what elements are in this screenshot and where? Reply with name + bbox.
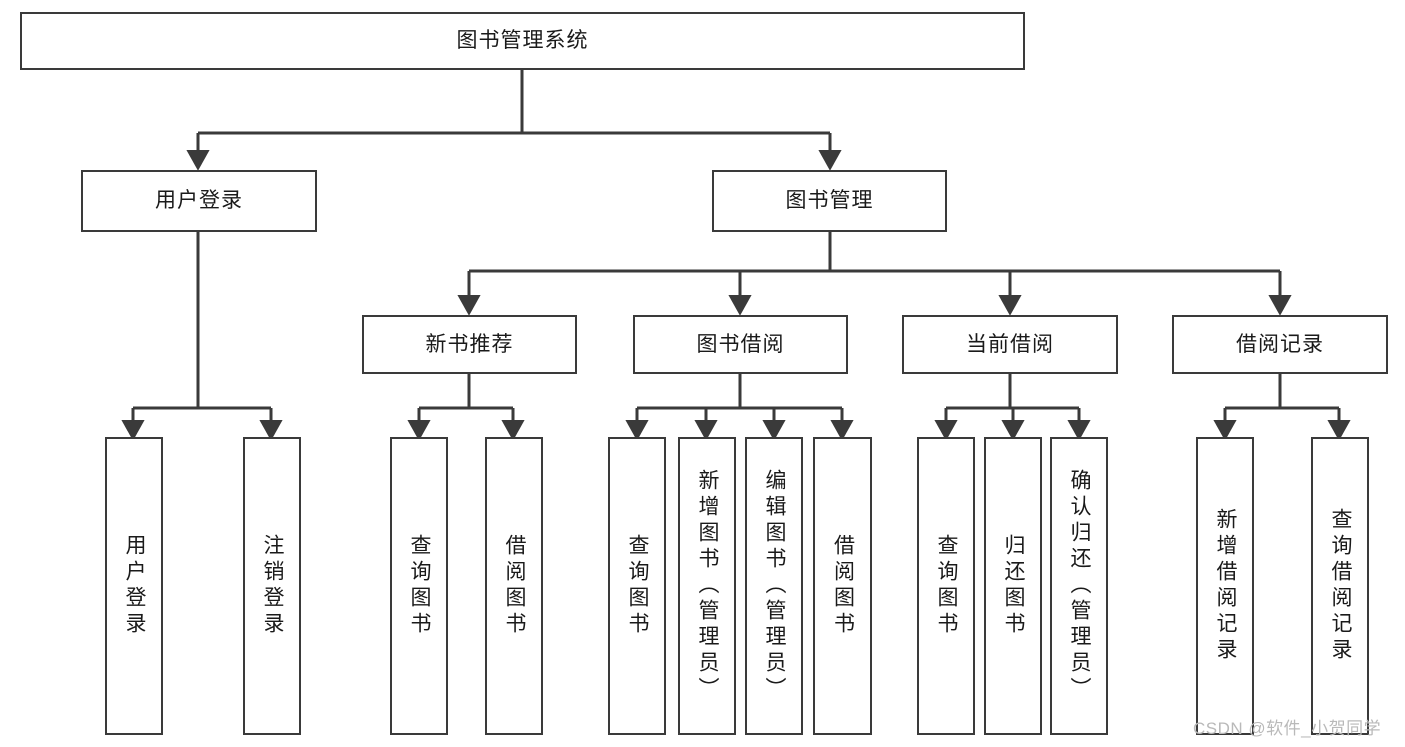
leaf-current-borrow-return-books[interactable]: 归还图书 bbox=[984, 437, 1042, 735]
leaf-book-borrow-add-book-admin[interactable]: 新增图书（管理员） bbox=[678, 437, 736, 735]
leaf-records-query-borrow-record[interactable]: 查询借阅记录 bbox=[1311, 437, 1369, 735]
leaf-user-login-signout[interactable]: 注销登录 bbox=[243, 437, 301, 735]
leaf-user-login-signin[interactable]: 用户登录 bbox=[105, 437, 163, 735]
node-root-library-management-system[interactable]: 图书管理系统 bbox=[20, 12, 1025, 70]
node-new-book-recommendation[interactable]: 新书推荐 bbox=[362, 315, 577, 374]
leaf-book-borrow-edit-book-admin[interactable]: 编辑图书（管理员） bbox=[745, 437, 803, 735]
leaf-new-book-query-books[interactable]: 查询图书 bbox=[390, 437, 448, 735]
node-current-borrowing[interactable]: 当前借阅 bbox=[902, 315, 1118, 374]
node-book-management[interactable]: 图书管理 bbox=[712, 170, 947, 232]
leaf-records-add-borrow-record[interactable]: 新增借阅记录 bbox=[1196, 437, 1254, 735]
leaf-book-borrow-query-books[interactable]: 查询图书 bbox=[608, 437, 666, 735]
node-book-borrowing[interactable]: 图书借阅 bbox=[633, 315, 848, 374]
watermark-csdn: CSDN @软件_小贺同学 bbox=[1193, 719, 1382, 738]
node-borrowing-records[interactable]: 借阅记录 bbox=[1172, 315, 1388, 374]
leaf-current-borrow-query-books[interactable]: 查询图书 bbox=[917, 437, 975, 735]
node-user-login[interactable]: 用户登录 bbox=[81, 170, 317, 232]
leaf-new-book-borrow-books[interactable]: 借阅图书 bbox=[485, 437, 543, 735]
leaf-current-borrow-confirm-return-admin[interactable]: 确认归还（管理员） bbox=[1050, 437, 1108, 735]
leaf-book-borrow-borrow-books[interactable]: 借阅图书 bbox=[813, 437, 872, 735]
